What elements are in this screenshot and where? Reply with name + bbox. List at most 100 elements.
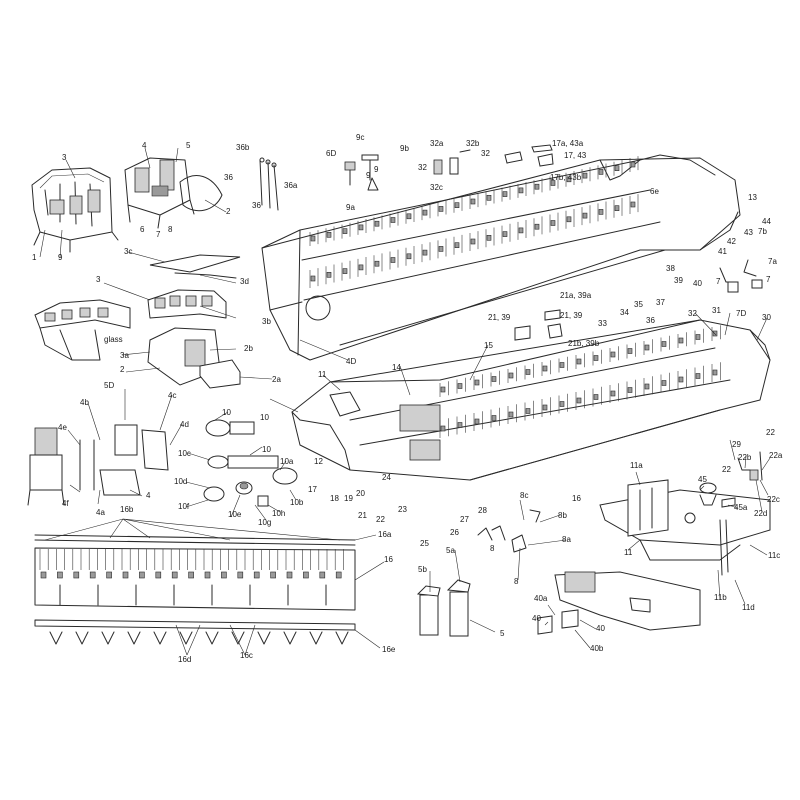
window-pane xyxy=(582,212,588,219)
window-pane xyxy=(610,351,616,358)
items-label: 21, 39 xyxy=(560,311,583,320)
items-label: 3d xyxy=(240,277,249,286)
window-pane xyxy=(518,187,524,194)
window-pane xyxy=(566,216,572,223)
window-pane xyxy=(390,257,396,263)
window-pane xyxy=(614,205,620,211)
items-label: 9c xyxy=(356,133,364,142)
items-label: glass xyxy=(104,335,123,344)
items-label: 25 xyxy=(420,539,429,548)
window-pane xyxy=(508,411,514,418)
bracket xyxy=(179,631,193,645)
items-label: 9 xyxy=(374,165,379,174)
window-pane xyxy=(695,334,701,340)
window-pane xyxy=(106,571,112,579)
window-pane xyxy=(470,198,476,205)
window-pane xyxy=(457,422,463,428)
items-label: 44 xyxy=(762,217,771,226)
cockpit_upper-label: 2 xyxy=(226,207,231,216)
window-pane xyxy=(542,365,548,372)
window-pane xyxy=(550,220,556,226)
items-label: 5D xyxy=(104,381,114,390)
items-label: 26 xyxy=(450,528,459,537)
items-label: 16a xyxy=(378,530,392,539)
items-label: 10e xyxy=(228,510,242,519)
window-pane xyxy=(438,246,444,252)
items-label: 16 xyxy=(384,555,393,564)
items-label: 22a xyxy=(769,451,783,460)
items-label: 4e xyxy=(58,423,67,432)
items-label: 17, 43 xyxy=(564,151,587,160)
window-pane xyxy=(566,176,572,183)
window-pane xyxy=(627,348,633,354)
window-pane xyxy=(454,202,460,208)
fuselage-lower xyxy=(291,319,771,481)
items-label: 17b, 43b xyxy=(550,173,582,182)
cockpit-seats-assembly xyxy=(124,157,223,229)
items-label: 4d xyxy=(180,420,189,429)
window-pane xyxy=(438,206,444,212)
items-label: 4f xyxy=(62,499,69,508)
window-pane xyxy=(474,418,480,425)
seat-assembly xyxy=(27,424,169,506)
window-pane xyxy=(534,223,540,230)
window-pane xyxy=(576,358,582,365)
window-pane xyxy=(310,275,316,282)
bracket xyxy=(101,631,115,645)
window-pane xyxy=(237,571,244,579)
bracket xyxy=(153,631,167,645)
window-pane xyxy=(470,238,476,245)
floor-panel-11 xyxy=(599,479,771,576)
part-5-posts xyxy=(416,579,471,637)
items-label: 38 xyxy=(666,264,675,273)
items-label: 14 xyxy=(392,363,401,372)
window-pane xyxy=(582,172,588,179)
items-label: 34 xyxy=(620,308,629,317)
window-pane xyxy=(559,401,565,407)
items-label: 31 xyxy=(712,306,721,315)
items-label: 42 xyxy=(727,237,736,246)
cockpit-assembly-upper xyxy=(31,167,119,253)
items-label: 8 xyxy=(514,577,519,586)
window-pane xyxy=(422,249,428,256)
items-label: 20 xyxy=(356,489,365,498)
items-label: 10d xyxy=(174,477,187,486)
items-label: 39 xyxy=(674,276,683,285)
items-label: 10b xyxy=(290,498,304,507)
items-label: 36 xyxy=(252,201,261,210)
items-label: 37 xyxy=(656,298,665,307)
items-label: 16 xyxy=(572,494,581,503)
items-label: 40 xyxy=(693,279,702,288)
items-label: 21b, 39b xyxy=(568,339,600,348)
items-label: 17 xyxy=(308,485,317,494)
items-label: 16d xyxy=(178,655,191,664)
strip-window-frames xyxy=(39,549,344,606)
window-pane xyxy=(342,228,348,234)
window-pane xyxy=(678,337,684,344)
items-label: 11a xyxy=(630,461,643,470)
window-pane xyxy=(593,355,599,361)
window-pane xyxy=(542,404,548,411)
window-pane xyxy=(598,209,604,215)
part-3c-3d xyxy=(149,254,241,279)
items-label: 18 xyxy=(330,494,339,503)
items-label: 16b xyxy=(120,505,134,514)
cockpit_upper-label: 3 xyxy=(62,153,67,162)
items-label: 32 xyxy=(418,163,427,172)
window-pane xyxy=(57,571,63,579)
items-label: 3 xyxy=(96,275,101,284)
part-7-hooks xyxy=(719,259,763,293)
part-21-39-beams xyxy=(514,309,563,341)
window-pane xyxy=(253,571,260,579)
items-label: 33 xyxy=(598,319,607,328)
items-label: 30 xyxy=(762,313,771,322)
part-17-43-beams xyxy=(504,144,554,167)
fuselage-upper xyxy=(261,154,741,361)
window-pane xyxy=(155,571,162,579)
part-45-items xyxy=(699,482,736,508)
cockpit_upper-label: 7 xyxy=(156,230,161,239)
items-label: 11d xyxy=(742,603,755,612)
items-label: 4c xyxy=(168,391,176,400)
